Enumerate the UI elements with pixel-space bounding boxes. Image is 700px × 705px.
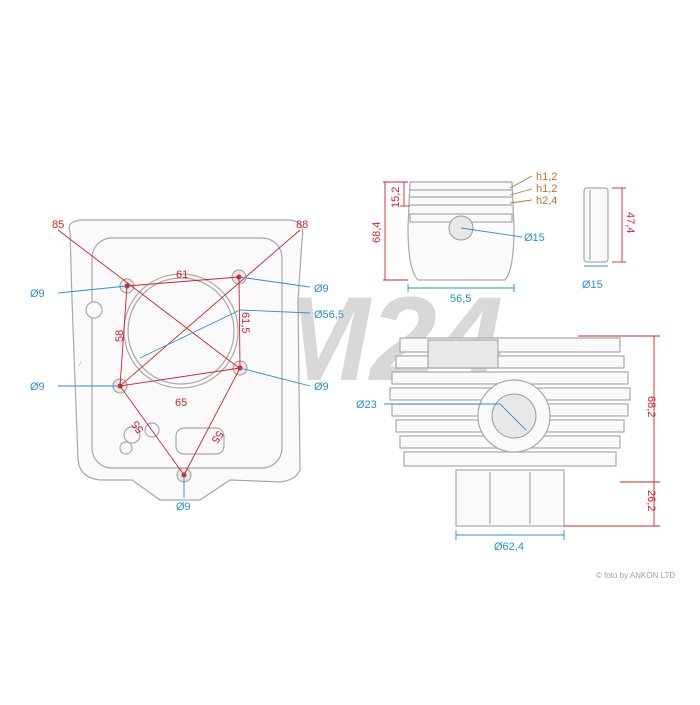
side-height-line [119, 285, 128, 387]
label-bolt-tl: Ø9 [30, 288, 45, 300]
cylinder-side-view: 68,2 26,2 Ø23 Ø62,4 [356, 335, 660, 553]
leader-bolt-tl [57, 285, 128, 294]
label-pin-bore: Ø15 [524, 232, 545, 244]
leader-bore [239, 309, 311, 314]
label-skirt-height: 26,2 [645, 490, 657, 511]
label-lower-left: 55 [130, 418, 147, 435]
label-bolt-br: Ø9 [314, 381, 329, 393]
hole-left-1 [123, 426, 141, 444]
label-cyl-height: 68,2 [645, 396, 657, 417]
label-top-width: 61 [176, 269, 188, 281]
label-bolt-bl: Ø9 [30, 381, 45, 393]
label-diag-left: 85 [52, 219, 64, 231]
leader-pin-bore [460, 227, 523, 238]
top-width-line [126, 276, 240, 287]
oil-slot [175, 427, 225, 455]
brand-emboss: ~ [74, 359, 88, 370]
piston-pin-body [583, 187, 609, 263]
label-piston-ring-zone: 15,2 [390, 187, 402, 208]
head-red-dimensions: 85 88 61 58 65 61,5 55 55 [52, 219, 308, 478]
diag-left-line [57, 229, 240, 369]
stud-mark [85, 301, 103, 319]
fin-8 [403, 451, 617, 467]
label-skirt-diameter: Ø62,4 [494, 541, 524, 553]
leader-bolt-tr [238, 276, 311, 288]
leader-ring3 [509, 199, 533, 204]
label-ring1: h1,2 [536, 171, 557, 183]
leader-bolt-br [239, 367, 311, 387]
leader-ring2 [509, 188, 533, 196]
label-piston-diameter: 56,5 [450, 293, 471, 305]
label-diag-bore: 61,5 [239, 312, 251, 333]
label-diag-right: 88 [296, 219, 308, 231]
label-bore: Ø56,5 [314, 309, 344, 321]
cylinder-top-view: ~ [68, 219, 304, 501]
cylinder-skirt [455, 469, 565, 527]
bottom-width-line [119, 367, 241, 387]
label-ring3: h2,4 [536, 195, 557, 207]
lower-left-line [119, 385, 185, 476]
intake-boss [427, 339, 499, 369]
pin-view: 47,4 Ø15 [582, 187, 636, 291]
label-bottom-width: 65 [175, 397, 187, 409]
label-side-height: 58 [114, 330, 126, 342]
label-pin-length: 47,4 [624, 212, 636, 233]
lower-right-line [183, 367, 241, 476]
label-pin-diameter: Ø15 [582, 279, 603, 291]
head-blue-dimensions: Ø9 Ø9 Ø9 Ø9 Ø9 Ø56,5 [30, 276, 344, 513]
diag-right-line [119, 229, 301, 387]
leader-bore-diag [139, 309, 241, 359]
hole-left-3 [119, 441, 133, 455]
label-port: Ø23 [356, 399, 377, 411]
piston-view: 68,4 15,2 h1,2 h1,2 h2,4 Ø15 56,5 [371, 171, 557, 305]
port-bore [491, 393, 537, 439]
leader-ring1 [509, 175, 533, 189]
label-ring2: h1,2 [536, 183, 557, 195]
label-bolt-tr: Ø9 [314, 283, 329, 295]
photo-credit: © foto by ANKON LTD [596, 571, 675, 580]
right-side-line [238, 276, 241, 369]
label-piston-height: 68,4 [371, 222, 383, 243]
label-bolt-bottom: Ø9 [176, 501, 191, 513]
leader-port-diag [499, 403, 527, 431]
bore-inner [127, 277, 235, 385]
label-lower-right: 55 [209, 428, 226, 445]
